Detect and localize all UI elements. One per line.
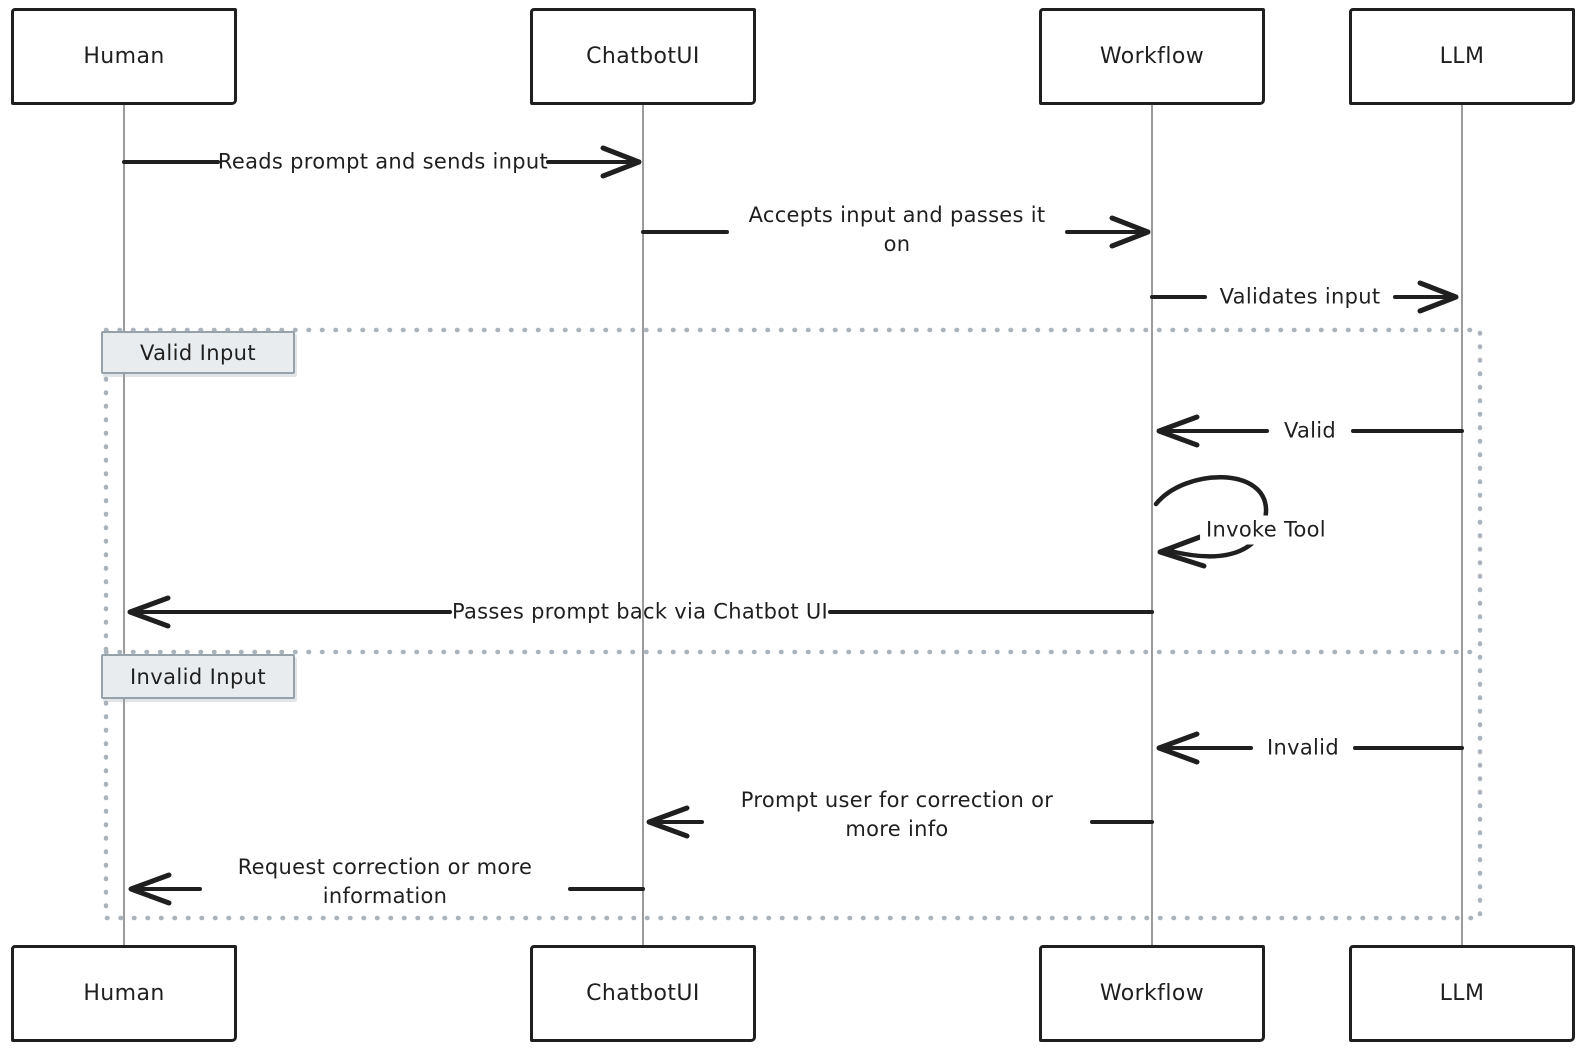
message-label-valid: Valid: [1283, 418, 1337, 443]
message-label-request-correction: Request correction or more information: [237, 855, 533, 908]
message-label-invalid: Invalid: [1267, 735, 1339, 760]
self-message-invoke-tool: [1153, 475, 1269, 569]
participant-label: ChatbotUI: [586, 44, 700, 69]
message-arrow-passes-prompt-back: [127, 595, 1154, 629]
arrowhead-right-icon: [1417, 280, 1459, 314]
participant-label: LLM: [1439, 44, 1485, 69]
message-arrow-prompt-user: [646, 805, 1154, 839]
section-label-text: Invalid Input: [129, 664, 267, 689]
message-label-accepts-input: Accepts input and passes it on: [748, 203, 1046, 256]
message-label-reads-prompt: Reads prompt and sends input: [217, 149, 549, 174]
participant-label: Human: [83, 981, 165, 1006]
alt-section-label-invalid-input: Invalid Input: [101, 654, 295, 699]
message-arrow-valid: [1156, 414, 1464, 448]
alt-frame: [103, 327, 1483, 921]
message-arrow-invalid: [1156, 731, 1464, 765]
participant-label: Human: [83, 44, 165, 69]
arrowhead-left-icon: [1156, 731, 1200, 765]
participant-label: LLM: [1439, 981, 1485, 1006]
message-label-passes-prompt-back: Passes prompt back via Chatbot UI: [451, 599, 829, 624]
arrowhead-right-icon: [600, 145, 642, 179]
message-arrow-accepts-input: [641, 215, 1151, 249]
participant-top-chatbotui: ChatbotUI: [530, 8, 756, 105]
participant-label: Workflow: [1099, 981, 1205, 1006]
arrowhead-right-icon: [1109, 215, 1151, 249]
message-label-prompt-user: Prompt user for correction or more info: [740, 788, 1054, 841]
arrowhead-left-icon: [646, 805, 690, 839]
participant-top-workflow: Workflow: [1039, 8, 1265, 105]
message-arrow-request-correction: [128, 872, 645, 906]
message-label-validates-input: Validates input: [1219, 284, 1381, 309]
participant-bottom-workflow: Workflow: [1039, 945, 1265, 1042]
message-arrow-validates-input: [1150, 280, 1459, 314]
participant-label: Workflow: [1099, 44, 1205, 69]
arrowhead-left-icon: [128, 872, 172, 906]
participant-bottom-human: Human: [11, 945, 237, 1042]
arrowhead-left-icon: [1156, 414, 1200, 448]
alt-section-label-valid-input: Valid Input: [101, 331, 295, 374]
section-label-text: Valid Input: [139, 340, 257, 365]
participant-top-human: Human: [11, 8, 237, 105]
arrowhead-left-icon: [127, 595, 171, 629]
participant-bottom-chatbotui: ChatbotUI: [530, 945, 756, 1042]
participant-label: ChatbotUI: [586, 981, 700, 1006]
participant-bottom-llm: LLM: [1349, 945, 1575, 1042]
arrowhead-left-icon: [1157, 534, 1207, 569]
message-arrow-reads-prompt: [122, 145, 642, 179]
message-label-invoke-tool: Invoke Tool: [1200, 515, 1332, 545]
self-loop-curve: [1153, 475, 1269, 559]
participant-top-llm: LLM: [1349, 8, 1575, 105]
